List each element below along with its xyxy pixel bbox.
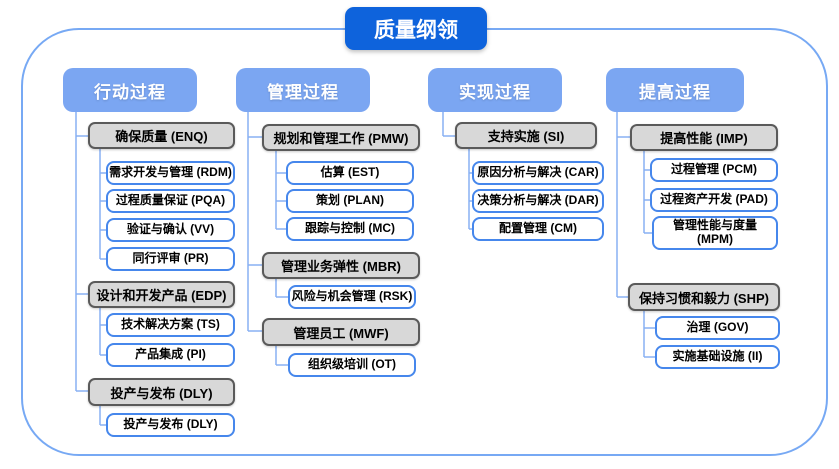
- column-header-improvement: 提高过程: [606, 68, 744, 112]
- process-group-imp: 提高性能 (IMP): [630, 124, 778, 151]
- process-group-si: 支持实施 (SI): [455, 122, 597, 149]
- practice-ts: 技术解决方案 (TS): [106, 313, 235, 337]
- practice-gov: 治理 (GOV): [655, 316, 780, 340]
- practice-rdm: 需求开发与管理 (RDM): [106, 161, 235, 185]
- practice-ii: 实施基础设施 (II): [655, 345, 780, 369]
- practice-car: 原因分析与解决 (CAR): [472, 161, 604, 185]
- practice-pqa: 过程质量保证 (PQA): [106, 189, 235, 213]
- practice-cm: 配置管理 (CM): [472, 217, 604, 241]
- column-header-management: 管理过程: [236, 68, 370, 112]
- process-group-mbr: 管理业务弹性 (MBR): [262, 252, 420, 279]
- column-header-action: 行动过程: [63, 68, 197, 112]
- practice-mc: 跟踪与控制 (MC): [286, 217, 414, 241]
- column-header-realization: 实现过程: [428, 68, 562, 112]
- diagram-title: 质量纲领: [345, 7, 487, 50]
- practice-dly: 投产与发布 (DLY): [106, 413, 235, 437]
- practice-pr: 同行评审 (PR): [106, 247, 235, 271]
- practice-mpm: 管理性能与度量 (MPM): [652, 216, 778, 250]
- practice-rsk: 风险与机会管理 (RSK): [288, 285, 416, 309]
- process-group-dly: 投产与发布 (DLY): [88, 378, 235, 406]
- process-group-enq: 确保质量 (ENQ): [88, 122, 235, 149]
- process-group-shp: 保持习惯和毅力 (SHP): [628, 283, 780, 311]
- practice-plan: 策划 (PLAN): [286, 189, 414, 213]
- practice-ot: 组织级培训 (OT): [288, 353, 416, 377]
- practice-dar: 决策分析与解决 (DAR): [472, 189, 604, 213]
- process-group-edp: 设计和开发产品 (EDP): [88, 281, 235, 308]
- practice-est: 估算 (EST): [286, 161, 414, 185]
- practice-vv: 验证与确认 (VV): [106, 218, 235, 242]
- process-group-pmw: 规划和管理工作 (PMW): [262, 124, 420, 151]
- practice-pi: 产品集成 (PI): [106, 343, 235, 367]
- practice-pad: 过程资产开发 (PAD): [650, 188, 778, 212]
- practice-pcm: 过程管理 (PCM): [650, 158, 778, 182]
- process-group-mwf: 管理员工 (MWF): [262, 318, 420, 346]
